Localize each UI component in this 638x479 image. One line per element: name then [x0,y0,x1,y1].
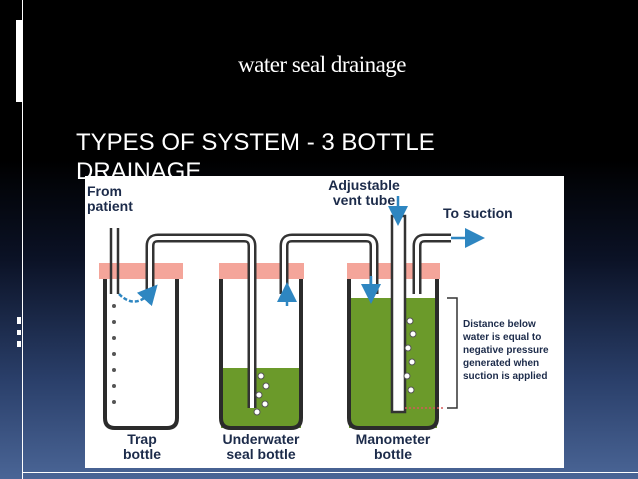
left-accent-block-small-3 [17,341,21,347]
slide-title: water seal drainage [238,52,407,77]
manometer-bubbles [403,317,417,394]
to-suction-label: To suction [443,205,513,221]
trap-bottle-cap [99,263,183,279]
bottom-horizontal-rule [22,472,638,473]
slide-subtitle: TYPES OF SYSTEM - 3 BOTTLE DRAINAGE [76,129,435,185]
trap-drops [112,304,116,404]
left-vertical-rule [22,0,23,479]
distance-bracket [447,297,458,409]
distance-note: Distance below water is equal to negativ… [463,319,549,382]
vent-tube [390,214,407,414]
seal-bottle-cap [219,263,304,279]
adjustable-vent-tube-label: Adjustable vent tube [328,177,400,208]
patient-inlet-tube [109,228,120,294]
manometer-bottle-label: Manometer bottle [355,431,431,462]
three-bottle-drainage-diagram: From patient Adjustable vent tube To suc… [85,176,564,468]
from-patient-label: From patient [87,183,133,214]
trap-bottle-label: Trap bottle [122,431,162,462]
left-accent-block-small-2 [17,330,21,335]
manometer-bottle-outline [347,279,439,430]
seal-bottle-outline [219,279,303,430]
seal-bubbles [253,372,270,416]
trap-bottle-outline [103,279,179,430]
diagram-drawing [99,196,485,430]
underwater-seal-bottle-label: Underwater seal bottle [222,431,300,462]
left-accent-block-small-1 [17,317,21,324]
left-accent-block-top [16,20,22,102]
trap-flow-arrow [118,284,158,307]
